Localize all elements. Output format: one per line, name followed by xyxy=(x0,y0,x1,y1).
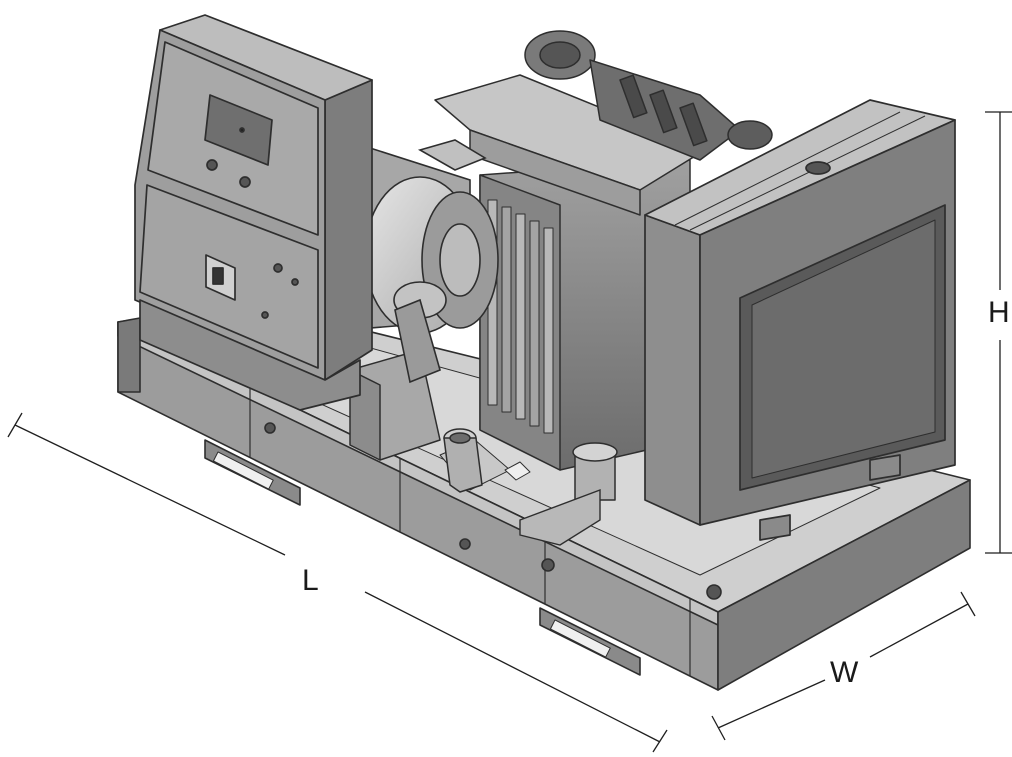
width-dimension-line-b xyxy=(869,603,969,658)
width-dimension-line-a xyxy=(717,679,826,729)
length-dimension-line-a xyxy=(14,424,286,556)
panel-button-left xyxy=(206,159,218,171)
base-left-end xyxy=(117,317,141,393)
control-panel-side xyxy=(324,79,373,381)
radiator-side xyxy=(644,214,701,526)
dimension-lines xyxy=(7,111,1012,753)
turbo xyxy=(524,30,773,161)
oil-filter xyxy=(443,428,483,493)
valve-cover xyxy=(434,74,706,191)
panel-button-right xyxy=(239,176,251,188)
base-end-rail xyxy=(717,479,971,691)
deck-step xyxy=(519,488,601,546)
panel-display-screen xyxy=(204,94,273,166)
width-label: W xyxy=(830,656,859,689)
radiator xyxy=(644,99,956,541)
length-dimension-line-b xyxy=(364,591,661,743)
length-label: L xyxy=(302,564,319,597)
height-label: H xyxy=(988,296,1010,329)
control-panel xyxy=(134,14,373,411)
engine xyxy=(349,30,773,501)
breaker-switch-icon xyxy=(205,254,236,301)
